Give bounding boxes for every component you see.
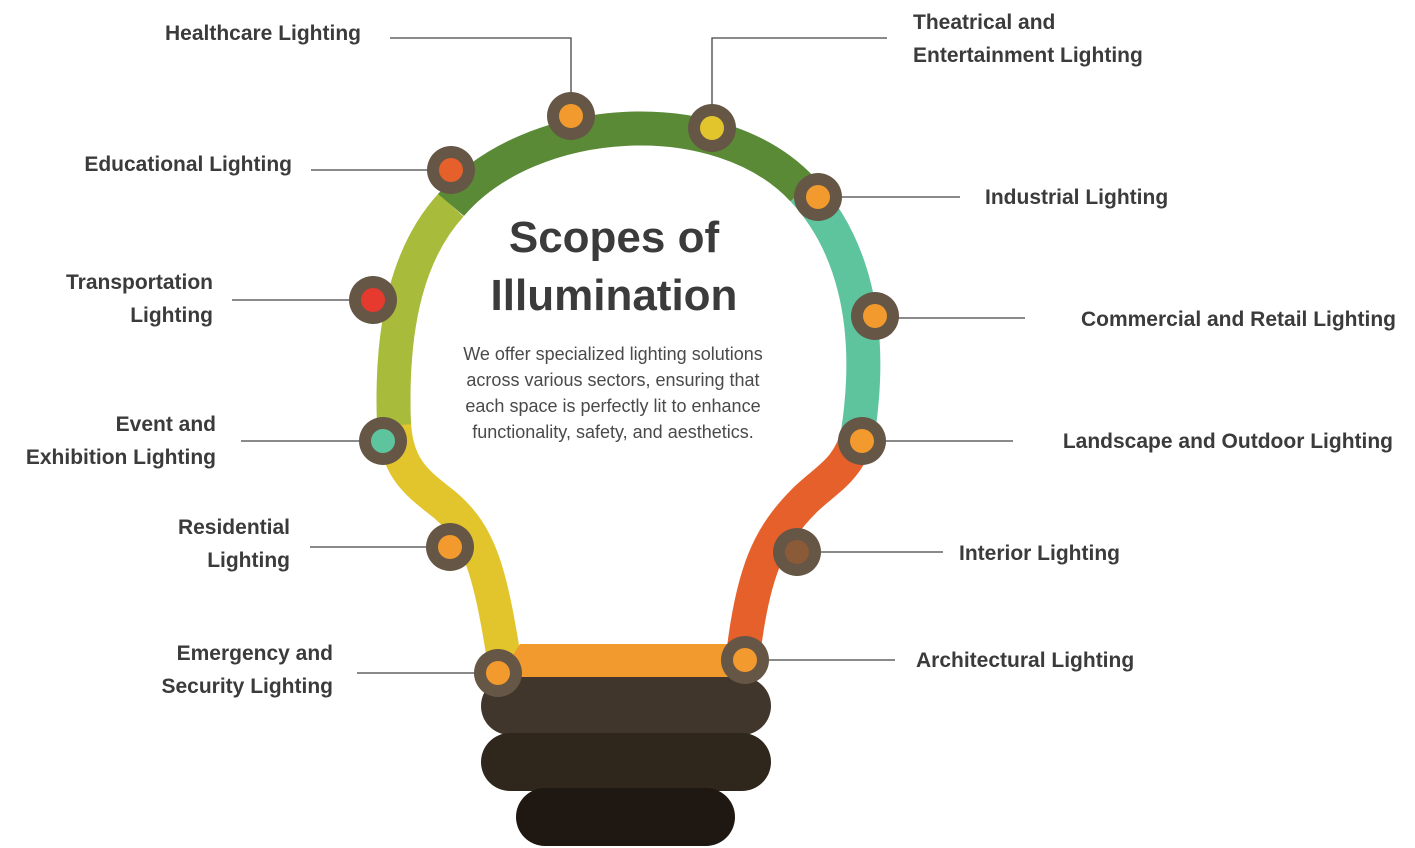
node-dot-transportation [361, 288, 385, 312]
label-event-line-1: Event and [116, 413, 216, 436]
label-healthcare: Healthcare Lighting [165, 22, 361, 45]
diagram-description-line-4: functionality, safety, and aesthetics. [472, 422, 754, 442]
diagram-title-line-2: Illumination [491, 271, 738, 320]
label-event-line-2: Exhibition Lighting [26, 446, 216, 469]
node-industrial[interactable] [794, 173, 842, 221]
node-dot-healthcare [559, 104, 583, 128]
bulb-base-thread-1 [481, 677, 771, 735]
node-interior[interactable] [773, 528, 821, 576]
label-industrial: Industrial Lighting [985, 186, 1168, 209]
label-landscape: Landscape and Outdoor Lighting [1063, 430, 1393, 453]
label-theatrical-line-1: Theatrical and [913, 11, 1055, 34]
label-transportation-line-1: Transportation [66, 271, 213, 294]
node-dot-commercial [863, 304, 887, 328]
node-dot-theatrical [700, 116, 724, 140]
node-educational[interactable] [427, 146, 475, 194]
label-emergency-line-2: Security Lighting [161, 675, 333, 698]
leader-lines [232, 37, 1025, 674]
node-event[interactable] [359, 417, 407, 465]
bulb-segment-right-lower [725, 427, 875, 667]
bulb-base-tip [516, 788, 735, 846]
label-emergency-line-1: Emergency and [177, 642, 333, 665]
label-educational: Educational Lighting [84, 153, 292, 176]
node-architectural[interactable] [721, 636, 769, 684]
node-dot-interior [785, 540, 809, 564]
node-transportation[interactable] [349, 276, 397, 324]
diagram-description-line-1: We offer specialized lighting solutions [463, 344, 763, 364]
node-dot-educational [439, 158, 463, 182]
bulb-segment-top [438, 111, 816, 217]
node-healthcare[interactable] [547, 92, 595, 140]
bulb-base-thread-2 [481, 733, 771, 791]
node-emergency[interactable] [474, 649, 522, 697]
node-dot-architectural [733, 648, 757, 672]
bulb-base [481, 677, 771, 846]
bulb-collar [498, 644, 758, 678]
label-transportation-line-2: Lighting [130, 304, 213, 327]
node-dot-residential [438, 535, 462, 559]
label-theatrical-line-2: Entertainment Lighting [913, 44, 1143, 67]
leader-line-theatrical [711, 37, 887, 110]
bulb-segment-left-upper [376, 193, 464, 426]
node-landscape[interactable] [838, 417, 886, 465]
diagram-description-line-3: each space is perfectly lit to enhance [465, 396, 760, 416]
label-residential-line-1: Residential [178, 516, 290, 539]
diagram-description-line-2: across various sectors, ensuring that [466, 370, 759, 390]
label-architectural: Architectural Lighting [916, 649, 1134, 672]
node-dot-emergency [486, 661, 510, 685]
node-theatrical[interactable] [688, 104, 736, 152]
node-residential[interactable] [426, 523, 474, 571]
leader-line-healthcare [390, 37, 572, 100]
label-residential-line-2: Lighting [207, 549, 290, 572]
label-interior: Interior Lighting [959, 542, 1120, 565]
node-commercial[interactable] [851, 292, 899, 340]
node-dot-event [371, 429, 395, 453]
diagram-title-line-1: Scopes of [509, 213, 720, 262]
bulb-segment-left-lower [377, 419, 522, 668]
node-dot-landscape [850, 429, 874, 453]
label-commercial: Commercial and Retail Lighting [1081, 308, 1396, 331]
node-dot-industrial [806, 185, 830, 209]
